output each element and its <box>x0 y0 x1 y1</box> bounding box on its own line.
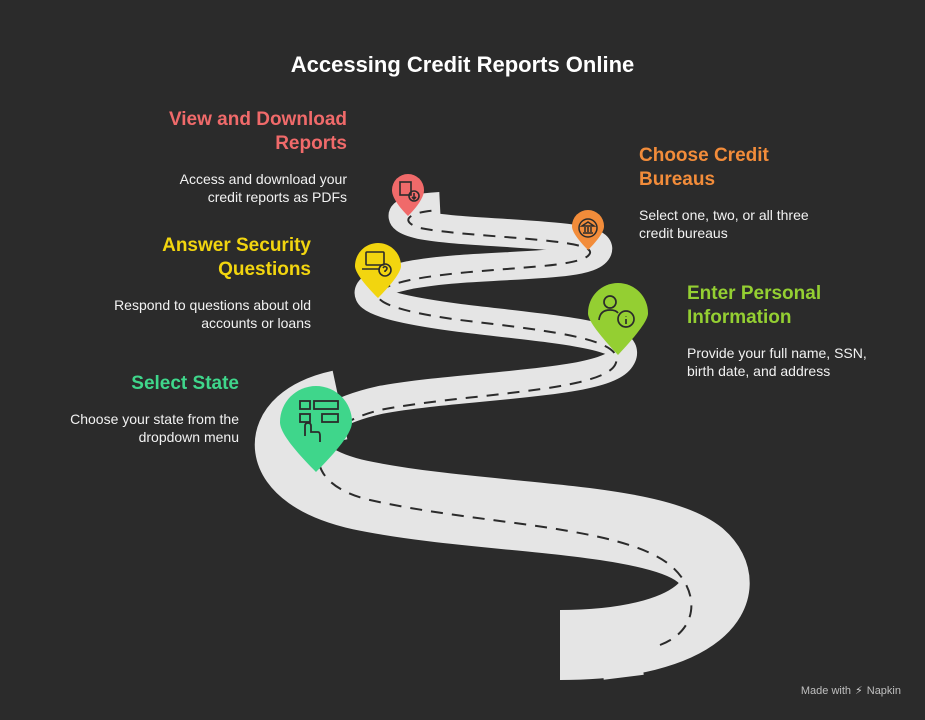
step-heading: Choose Credit Bureaus <box>639 145 769 190</box>
step-security-questions: Answer Security Questions Respond to que… <box>111 234 311 332</box>
step-heading: Select State <box>131 373 239 394</box>
step-description: Choose your state from the dropdown menu <box>70 411 239 445</box>
marker-view-download <box>392 174 424 216</box>
road-center-line <box>317 209 693 646</box>
marker-personal-info <box>588 283 648 355</box>
bank-building-icon <box>578 218 598 238</box>
person-info-icon <box>598 295 635 328</box>
step-choose-bureaus: Choose Credit Bureaus Select one, two, o… <box>639 144 829 242</box>
diagram-title: Accessing Credit Reports Online <box>290 52 635 77</box>
step-description: Select one, two, or all three credit bur… <box>639 207 809 241</box>
step-heading: Answer Security Questions <box>162 235 311 280</box>
laptop-question-icon <box>362 251 392 277</box>
marker-select-state <box>280 386 352 472</box>
footer-label: Made with <box>800 684 852 697</box>
footer-brand: Napkin <box>866 684 901 697</box>
dropdown-select-icon <box>299 400 339 442</box>
marker-security-questions <box>355 242 402 298</box>
road-wide-base <box>255 370 750 680</box>
footer-credit: Made with ⚡ Napkin <box>800 684 901 698</box>
napkin-logo-icon: ⚡ <box>855 685 863 697</box>
step-heading: View and Download Reports <box>168 109 347 154</box>
step-personal-info: Enter Personal Information Provide your … <box>687 282 887 380</box>
marker-choose-bureaus <box>572 210 604 250</box>
step-select-state: Select State Choose your state from the … <box>39 372 239 446</box>
step-description: Respond to questions about old accounts … <box>114 297 311 331</box>
step-heading: Enter Personal Information <box>687 283 822 328</box>
download-report-icon <box>399 181 420 202</box>
step-description: Access and download your credit reports … <box>179 171 347 205</box>
step-description: Provide your full name, SSN, birth date,… <box>687 345 867 379</box>
step-view-download: View and Download Reports Access and dow… <box>147 108 347 206</box>
